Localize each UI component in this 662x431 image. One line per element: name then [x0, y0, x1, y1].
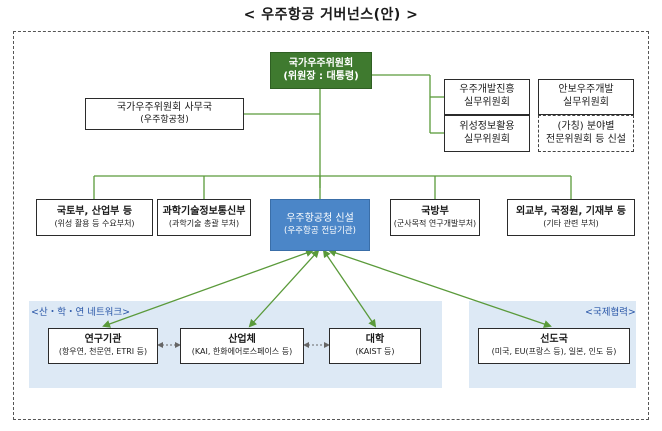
- node-universities-subtitle: (KAIST 등): [355, 347, 395, 357]
- council-secretariat-subtitle: (우주항공청): [140, 114, 189, 125]
- space-agency-title: 우주항공청 신설: [286, 213, 354, 225]
- node-universities: 대학 (KAIST 등): [329, 328, 421, 364]
- council-secretariat-title: 국가우주위원회 사무국: [116, 101, 213, 113]
- node-leading-countries-subtitle: (미국, EU(프랑스 등), 일본, 인도 등): [491, 347, 617, 357]
- network-label: <산・학・연 네트워크>: [31, 307, 131, 318]
- node-universities-title: 대학: [365, 334, 385, 346]
- node-industry: 산업체 (KAI, 한화에어로스페이스 등): [180, 328, 304, 364]
- national-space-council: 국가우주위원회 (위원장 : 대통령): [270, 52, 372, 89]
- committee-space-development-line1: 우주개발진흥: [459, 84, 515, 96]
- ministry-foreign-etc-subtitle: (기타 관련 부처): [543, 218, 599, 228]
- ministry-foreign-etc-title: 외교부, 국정원, 기재부 등: [515, 205, 627, 217]
- ministry-defense: 국방부 (군사목적 연구개발부처): [390, 199, 480, 236]
- arrow-agency-research: [102, 249, 314, 328]
- ministry-land-industry-subtitle: (위성 활용 등 수요부처): [54, 218, 135, 228]
- committee-space-development: 우주개발진흥 실무위원회: [444, 79, 530, 115]
- ministry-defense-subtitle: (군사목적 연구개발부처): [393, 218, 477, 228]
- arrow-agency-international: [328, 249, 552, 328]
- international-label: <국제협력>: [585, 307, 636, 318]
- committee-satellite-info-line1: 위성정보활용: [459, 120, 515, 132]
- ministry-defense-title: 국방부: [421, 205, 449, 217]
- node-research-institutes: 연구기관 (항우연, 천문연, ETRI 등): [48, 328, 158, 364]
- arrow-agency-university: [322, 249, 377, 328]
- national-space-council-subtitle: (위원장 : 대통령): [283, 70, 359, 82]
- node-research-institutes-title: 연구기관: [84, 334, 122, 346]
- ministry-science-ict-subtitle: (과학기술 총괄 부처): [168, 218, 240, 228]
- page-title: < 우주항공 거버넌스(안) >: [243, 7, 419, 23]
- ministry-science-ict-title: 과학기술정보통신부: [162, 205, 246, 217]
- council-secretariat: 국가우주위원회 사무국 (우주항공청): [85, 98, 244, 130]
- national-space-council-title: 국가우주위원회: [288, 57, 354, 69]
- ministry-land-industry-title: 국토부, 산업부 등: [56, 205, 133, 217]
- committee-expert-new-line2: 전문위원회 등 신설: [546, 133, 626, 145]
- ministry-foreign-etc: 외교부, 국정원, 기재부 등 (기타 관련 부처): [507, 199, 635, 236]
- committee-satellite-info-line2: 실무위원회: [464, 133, 510, 145]
- space-agency-subtitle: (우주항공 전담기관): [284, 225, 356, 236]
- committee-security-space-line1: 안보우주개발: [558, 84, 614, 96]
- committee-security-space-line2: 실무위원회: [563, 97, 609, 108]
- space-agency: 우주항공청 신설 (우주항공 전담기관): [270, 199, 370, 251]
- committee-expert-new-line1: (가칭) 분야별: [557, 120, 615, 132]
- committee-space-development-line2: 실무위원회: [464, 97, 510, 108]
- node-leading-countries-title: 선도국: [540, 334, 568, 346]
- committee-expert-new: (가칭) 분야별 전문위원회 등 신설: [538, 115, 634, 152]
- node-industry-subtitle: (KAI, 한화에어로스페이스 등): [191, 347, 293, 357]
- committee-satellite-info: 위성정보활용 실무위원회: [444, 115, 530, 152]
- node-leading-countries: 선도국 (미국, EU(프랑스 등), 일본, 인도 등): [478, 328, 630, 364]
- ministry-land-industry: 국토부, 산업부 등 (위성 활용 등 수요부처): [36, 199, 153, 236]
- node-industry-title: 산업체: [228, 334, 256, 346]
- ministry-science-ict: 과학기술정보통신부 (과학기술 총괄 부처): [157, 199, 251, 236]
- committee-security-space: 안보우주개발 실무위원회: [538, 79, 634, 115]
- node-research-institutes-subtitle: (항우연, 천문연, ETRI 등): [58, 347, 148, 357]
- arrow-agency-industry: [248, 249, 320, 328]
- diagram-frame: [13, 31, 649, 420]
